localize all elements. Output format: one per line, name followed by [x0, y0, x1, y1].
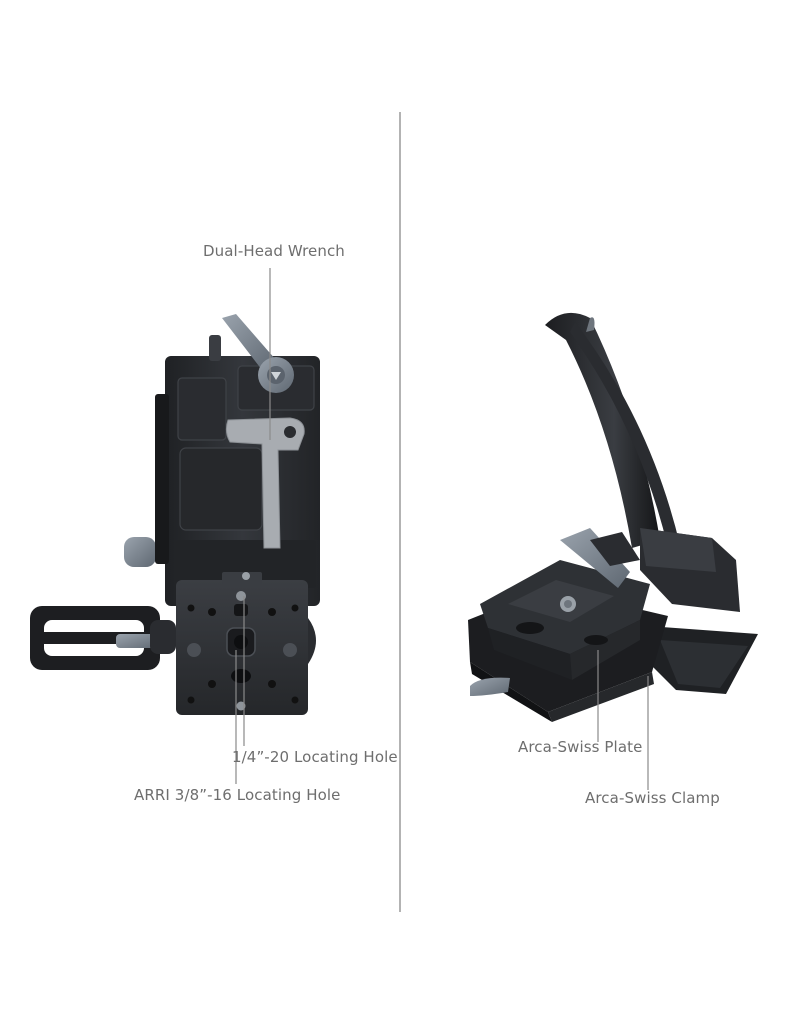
arca-swiss-clamp-block — [640, 528, 758, 694]
arri-locating-hole-label: ARRI 3/8”-16 Locating Hole — [134, 786, 341, 804]
arca-swiss-plate — [480, 560, 650, 680]
dual-head-wrench-icon — [225, 417, 305, 549]
release-lever-cap — [590, 532, 640, 566]
side-knob-upper — [124, 537, 156, 567]
left-product-front-view — [30, 314, 320, 715]
right-product-angled-view — [468, 312, 758, 722]
right-detent — [308, 618, 316, 664]
release-lever — [560, 528, 630, 588]
arca-swiss-clamp-label: Arca-Swiss Clamp — [585, 789, 720, 807]
body-lower-block — [176, 540, 316, 588]
dual-head-wrench-label: Dual-Head Wrench — [203, 242, 345, 260]
body-inset-top-left — [177, 377, 227, 441]
lever-icon — [222, 314, 294, 393]
bottom-mounting-plate — [176, 572, 308, 715]
side-clamp-ring — [30, 606, 160, 670]
curved-handle-arm — [545, 312, 680, 548]
body-side-rail — [155, 394, 169, 564]
body-inset-mid — [179, 447, 263, 531]
side-knob-lower — [150, 620, 176, 654]
quarter-20-locating-hole-label: 1/4”-20 Locating Hole — [232, 748, 398, 766]
arca-swiss-plate-label: Arca-Swiss Plate — [518, 738, 643, 756]
top-pin — [209, 335, 221, 361]
